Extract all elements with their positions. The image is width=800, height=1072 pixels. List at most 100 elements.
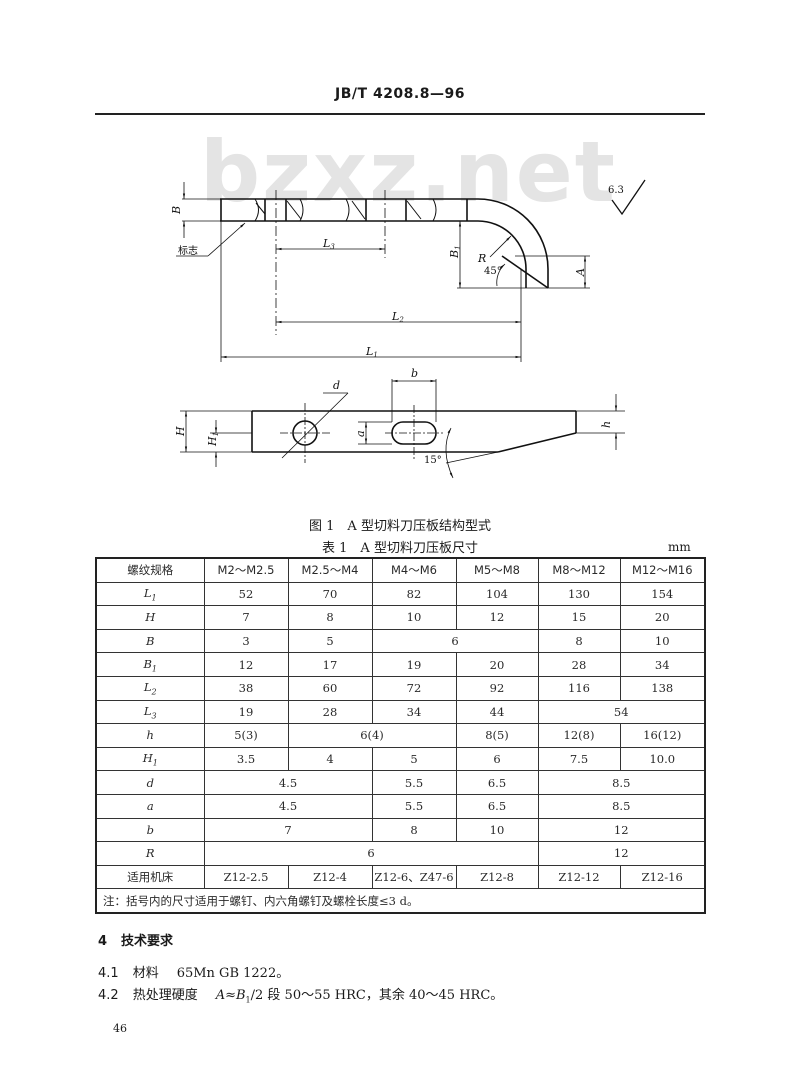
top-view [220,198,549,289]
param-cell: b [95,817,205,843]
value-cell: 28 [287,699,373,725]
value-cell: 4.5 [203,793,373,819]
value-cell: 6.5 [455,770,539,795]
watermark: bzxz.net [200,123,617,221]
value-cell: 8.5 [537,770,706,795]
table-header-cell: M8～M12 [537,557,621,583]
table-header-cell: M12～M16 [619,557,706,583]
figure-1-drawing: B L3 L2 L1 B1 R A 45° 标志 6.3 [170,179,646,479]
document-header: JB/T 4208.8—96 [335,86,465,102]
machine-cell: Z12-6、Z47-6 [371,864,457,890]
param-cell: L3 [95,699,205,725]
param-cell: h [95,723,205,748]
value-cell: 5(3) [203,723,289,748]
value-cell: 12 [455,605,539,630]
value-cell: 138 [619,675,706,701]
machine-label-cell: 适用机床 [95,864,205,890]
value-cell: 7.5 [537,746,621,772]
roughness-value: 6.3 [608,185,624,196]
value-cell: 104 [455,581,539,607]
page-number: 46 [113,1022,127,1035]
dim-label-B: B [170,206,183,215]
value-cell: 8 [287,605,373,630]
value-cell: 10 [619,628,706,654]
table-header-cell: M2～M2.5 [203,557,289,583]
param-cell: H [95,605,205,630]
value-cell: 5 [287,628,373,654]
value-cell: 7 [203,817,373,843]
value-cell: 20 [455,652,539,677]
dim-label-d: d [333,379,340,392]
dim-label-B1: B1 [448,245,462,259]
value-cell: 3.5 [203,746,289,772]
table-header-cell: 螺纹规格 [95,557,205,583]
value-cell: 130 [537,581,621,607]
value-cell: 3 [203,628,289,654]
value-cell: 116 [537,675,621,701]
param-cell: B [95,628,205,654]
value-cell: 44 [455,699,539,725]
param-cell: d [95,770,205,795]
value-cell: 6.5 [455,793,539,819]
value-cell: 34 [619,652,706,677]
angle-45-label: 45° [484,266,502,277]
value-cell: 52 [203,581,289,607]
header-rule [95,113,705,115]
value-cell: 12 [203,652,289,677]
value-cell: 54 [537,699,706,725]
mark-label: 标志 [178,244,198,257]
machine-cell: Z12-8 [455,864,539,890]
value-cell: 34 [371,699,457,725]
value-cell: 4.5 [203,770,373,795]
figure-caption: 图 1 A 型切料刀压板结构型式 [309,519,491,534]
value-cell: 38 [203,675,289,701]
note-row: 注：括号内的尺寸适用于螺钉、内六角螺钉及螺栓长度≤3 d。 [95,888,706,914]
param-cell: a [95,793,205,819]
value-cell: 20 [619,605,706,630]
machine-cell: Z12-4 [287,864,373,890]
dim-label-H: H [174,426,187,437]
value-cell: 5 [371,746,457,772]
value-cell: 12 [537,817,706,843]
table-caption: 表 1 A 型切料刀压板尺寸 [322,541,478,556]
value-cell: 72 [371,675,457,701]
machine-cell: Z12-12 [537,864,621,890]
table-header-cell: M5～M8 [455,557,539,583]
table-note: 注：括号内的尺寸适用于螺钉、内六角螺钉及螺栓长度≤3 d。 [95,888,706,914]
value-cell: 8 [371,817,457,843]
machine-cell: Z12-2.5 [203,864,289,890]
table-header-cell: M4～M6 [371,557,457,583]
value-cell: 15 [537,605,621,630]
value-cell: 6 [455,746,539,772]
value-cell: 60 [287,675,373,701]
param-cell: L1 [95,581,205,607]
hatching [254,198,437,222]
dim-label-R: R [477,252,486,265]
dim-label-L2: L2 [391,310,404,324]
value-cell: 12(8) [537,723,621,748]
value-cell: 82 [371,581,457,607]
value-cell: 16(12) [619,723,706,748]
roughness-symbol-icon [611,179,646,216]
value-cell: 8.5 [537,793,706,819]
table-header-cell: M2.5～M4 [287,557,373,583]
value-cell: 70 [287,581,373,607]
dim-label-A: A [574,268,587,277]
value-cell: 28 [537,652,621,677]
value-cell: 8 [537,628,621,654]
value-cell: 19 [371,652,457,677]
param-cell: L2 [95,675,205,701]
